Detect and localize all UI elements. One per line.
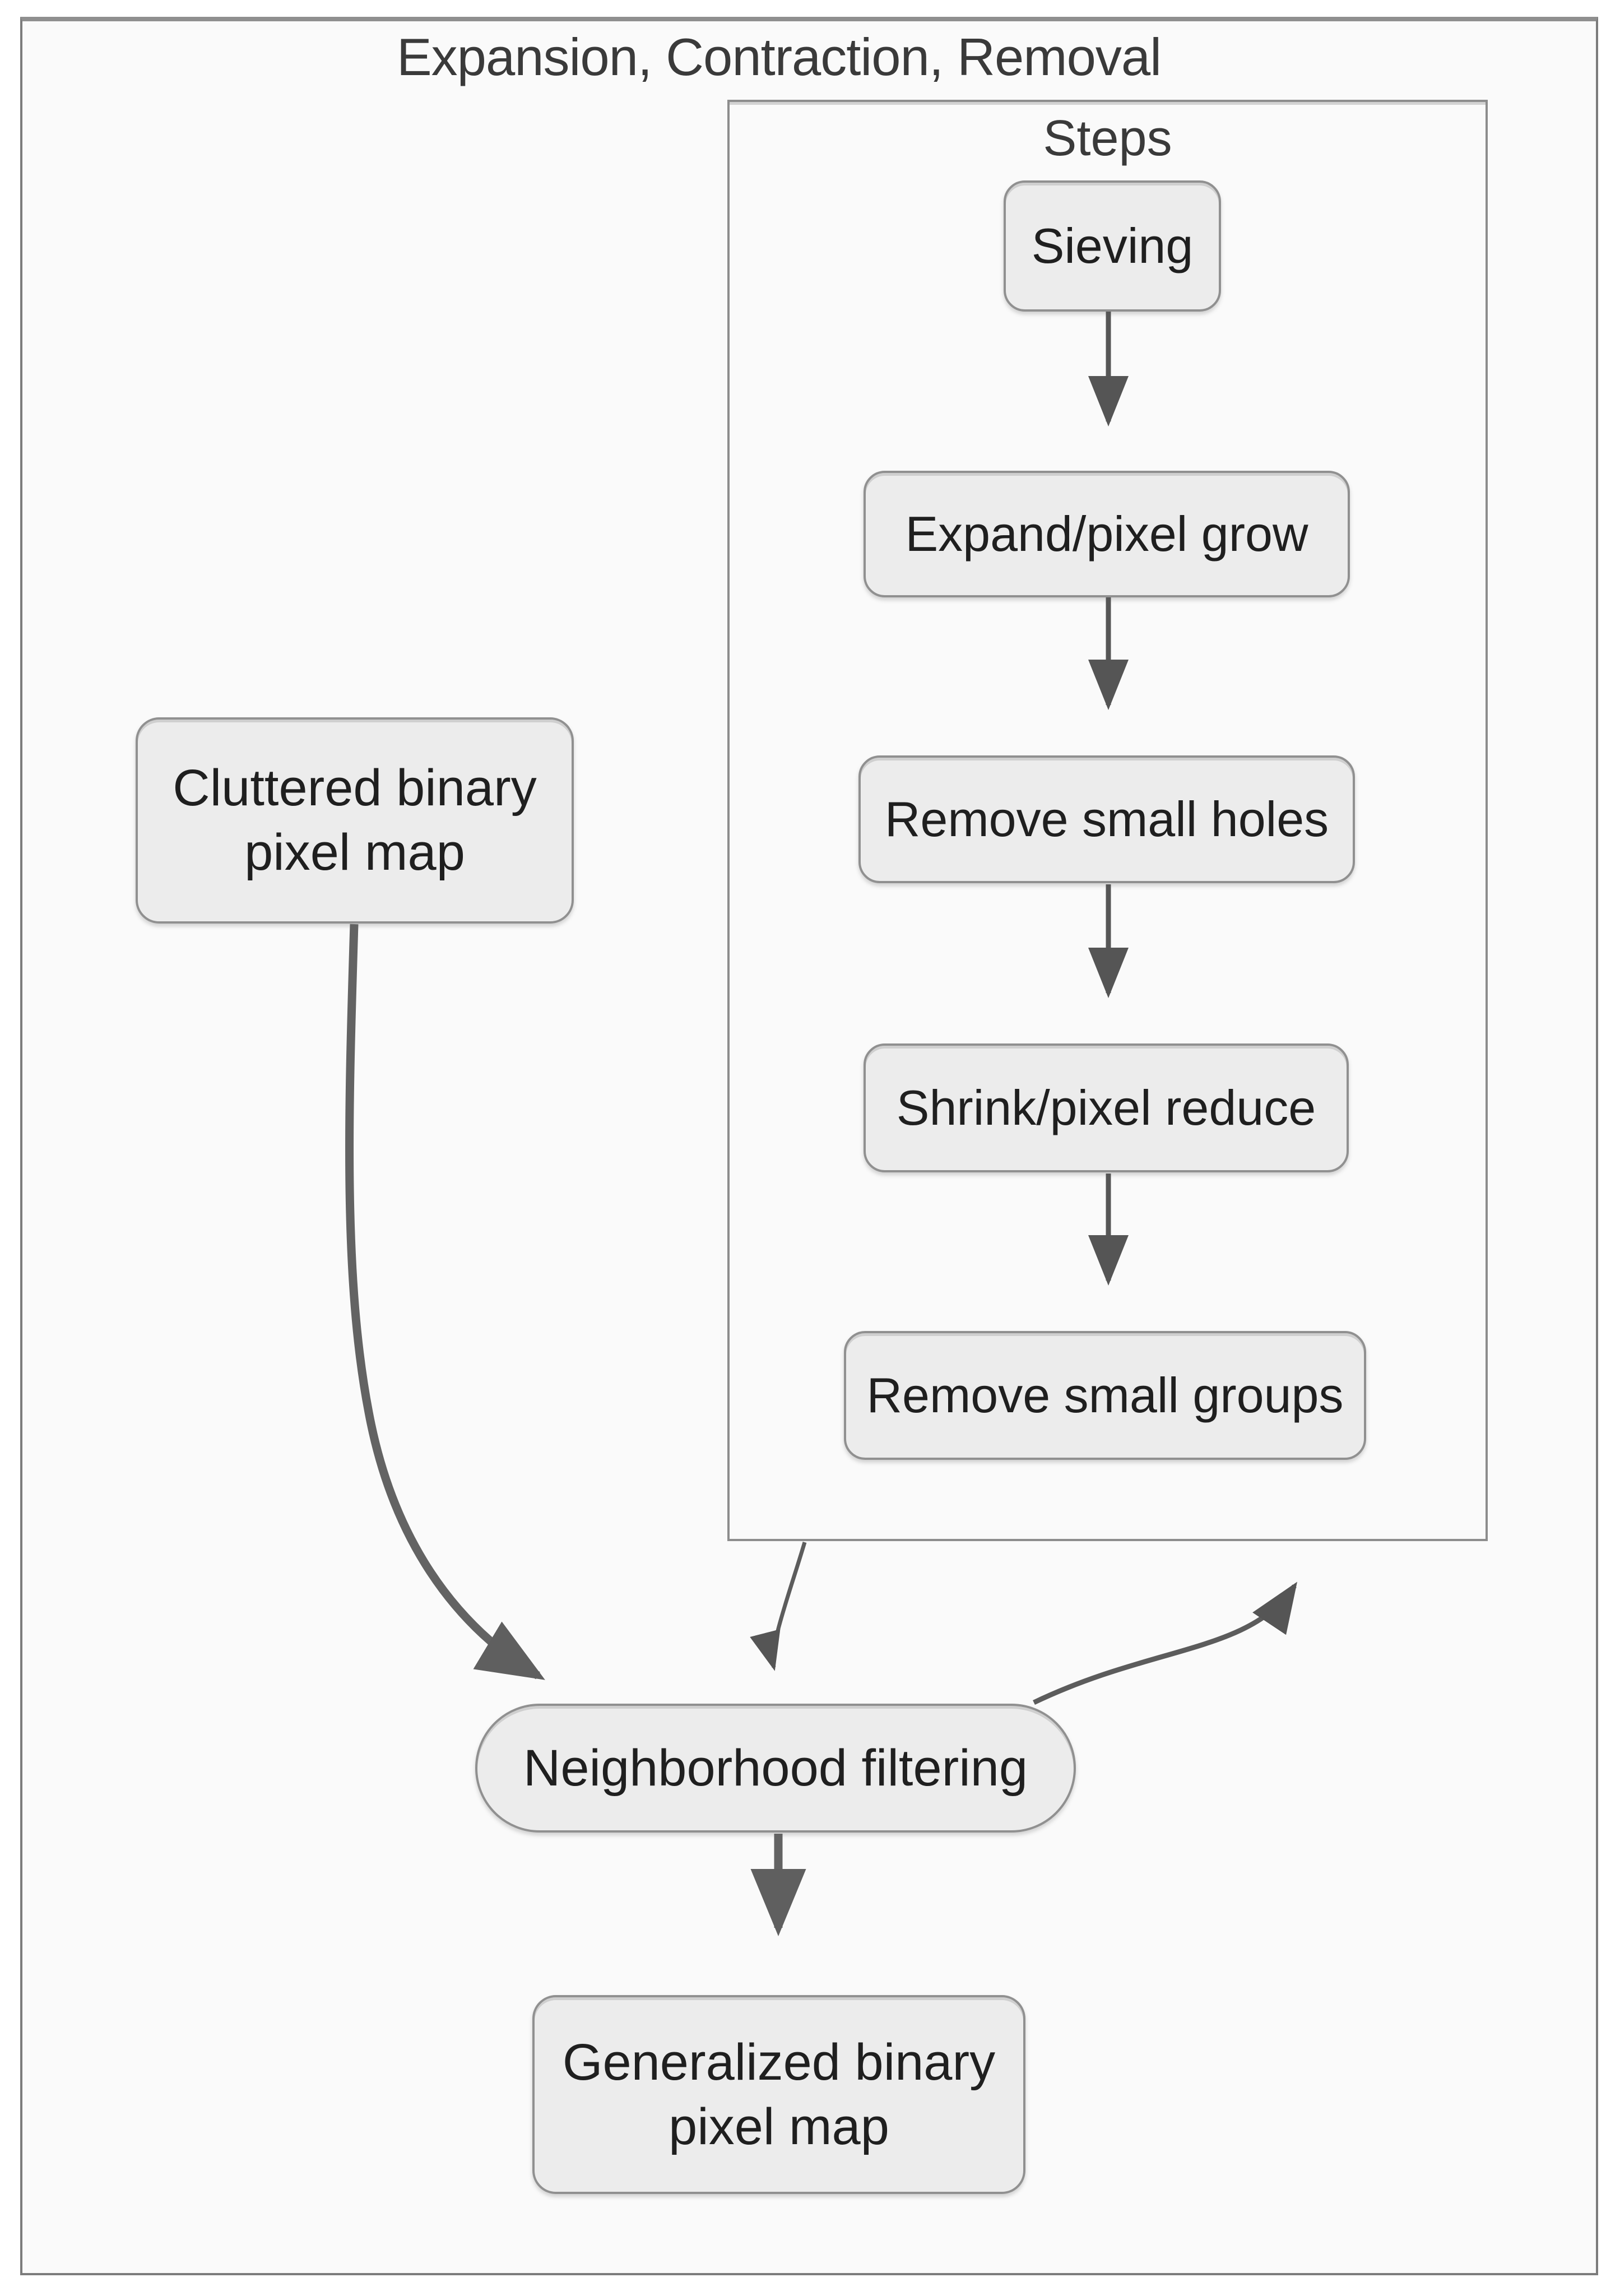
steps-panel xyxy=(727,100,1488,1541)
node-expand-pixel-grow: Expand/pixel grow xyxy=(864,471,1350,597)
steps-panel-title: Steps xyxy=(1043,110,1172,166)
node-generalized-binary-pixel-map: Generalized binary pixel map xyxy=(532,1995,1025,2194)
node-remove-small-groups: Remove small groups xyxy=(844,1331,1366,1460)
node-cluttered-binary-pixel-map: Cluttered binary pixel map xyxy=(136,717,574,924)
diagram-title: Expansion, Contraction, Removal xyxy=(396,27,1162,86)
node-remove-small-holes: Remove small holes xyxy=(858,755,1355,883)
node-neighborhood-filtering: Neighborhood filtering xyxy=(475,1704,1076,1833)
node-sieving: Sieving xyxy=(1004,180,1221,312)
node-shrink-pixel-reduce: Shrink/pixel reduce xyxy=(864,1043,1349,1172)
